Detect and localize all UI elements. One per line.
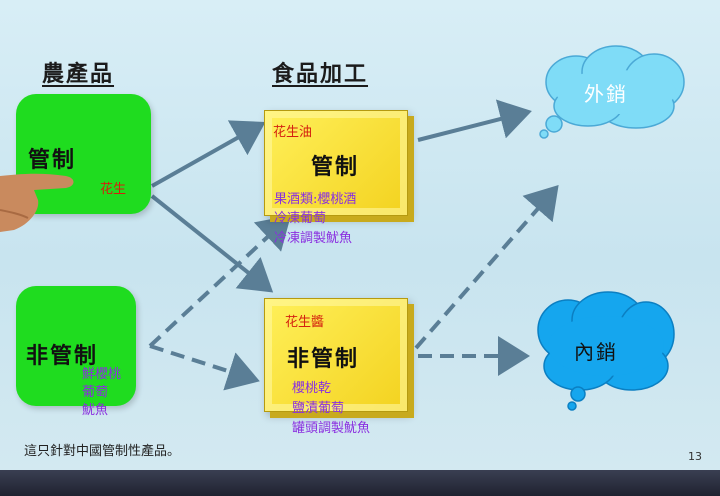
- label-controlled-agri: 管制: [28, 147, 77, 173]
- arrow-uncontrolled-to-export: [414, 184, 559, 350]
- box-controlled-agri: 管制 花生: [16, 94, 151, 214]
- arrow-uncontrolled-to-uncontrolled: [149, 344, 260, 391]
- cloud-export-label: 外銷: [584, 82, 628, 106]
- label-controlled-proc: 管制: [311, 154, 360, 180]
- arrow-controlled-to-controlled: [151, 120, 266, 188]
- footnote: 這只針對中國管制性產品。: [24, 444, 181, 459]
- product-peanut: 花生: [100, 182, 127, 197]
- proc-uncontrolled-item-3: 罐頭調製魷魚: [292, 421, 371, 436]
- pointing-hand-icon: [0, 173, 74, 232]
- slide: 農產品 食品加工 管制 花生 非管制 鮮櫻桃 葡萄 魷魚 花生油 管制 果酒類:…: [0, 0, 720, 470]
- box-uncontrolled-proc: 花生醬 非管制: [264, 298, 408, 412]
- cloud-domestic-label: 內銷: [574, 340, 618, 364]
- arrow-controlled-to-uncontrolled: [150, 194, 274, 293]
- page-number: 13: [688, 450, 702, 463]
- label-uncontrolled-proc: 非管制: [287, 346, 360, 372]
- agri-item-2: 葡萄: [82, 385, 109, 400]
- heading-agricultural: 農產品: [42, 61, 115, 87]
- agri-item-1: 鮮櫻桃: [82, 367, 122, 382]
- heading-processing: 食品加工: [272, 61, 369, 87]
- flow-arrows: [148, 99, 559, 391]
- product-peanut-butter: 花生醬: [285, 315, 325, 330]
- arrow-controlled-to-export: [417, 99, 532, 142]
- arrow-uncontrolled-to-controlled: [148, 215, 291, 348]
- box-uncontrolled-agri: 非管制 鮮櫻桃 葡萄 魷魚: [16, 286, 136, 418]
- product-peanut-oil: 花生油: [273, 125, 313, 140]
- label-uncontrolled-agri: 非管制: [26, 343, 99, 369]
- proc-controlled-item-3: 冷凍調製魷魚: [274, 231, 353, 246]
- bottom-bar: [0, 470, 720, 496]
- proc-uncontrolled-item-1: 櫻桃乾: [292, 381, 332, 396]
- proc-uncontrolled-item-2: 鹽漬葡萄: [292, 401, 345, 416]
- proc-controlled-item-2: 冷凍葡萄: [274, 211, 327, 226]
- box-controlled-proc: 花生油 管制: [264, 110, 408, 216]
- cloud-export-shape: [539, 45, 685, 139]
- cloud-domestic-shape: [537, 291, 675, 411]
- proc-controlled-item-1: 果酒類:櫻桃酒: [274, 192, 357, 207]
- agri-item-3: 魷魚: [82, 403, 109, 418]
